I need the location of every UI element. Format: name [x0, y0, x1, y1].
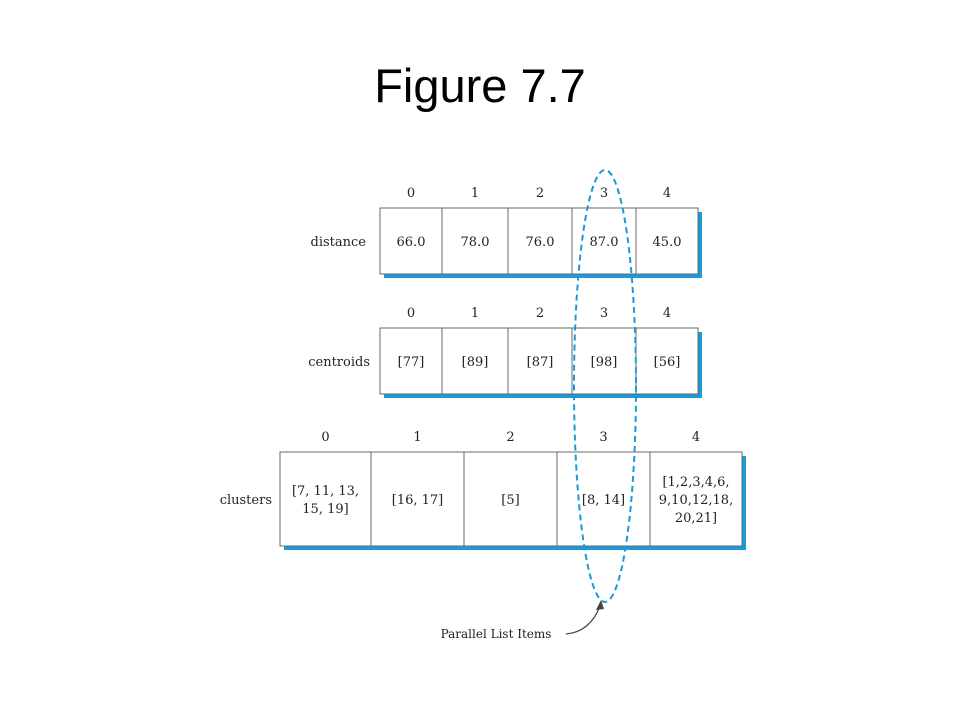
cell-value: 78.0: [461, 235, 490, 250]
cell-value: [5]: [501, 493, 519, 508]
index-label: 3: [599, 430, 607, 445]
highlight-overlay: Parallel List Items: [441, 169, 637, 641]
cell-value: [87]: [527, 355, 554, 370]
array-centroids: centroids 0 1 2 3 4 [77] [89] [87] [98] [56]: [308, 306, 702, 398]
index-label: 4: [663, 306, 671, 321]
cell-value: [7, 11, 13,15, 19]: [292, 484, 359, 517]
array-label: centroids: [308, 355, 370, 370]
array-label: distance: [311, 235, 367, 250]
cell-value: [16, 17]: [392, 493, 444, 508]
index-label: 0: [407, 306, 415, 321]
arrays-layer: distance 0 1 2 3 4 66.0 78.0 76.0 87.0 45.0 centroi…: [220, 186, 746, 550]
index-label: 1: [471, 186, 479, 201]
slide-title: Figure 7.7: [374, 59, 586, 112]
annotation-arrow: [565, 605, 601, 635]
index-label: 1: [471, 306, 479, 321]
array-box: [379, 207, 699, 275]
index-label: 3: [600, 186, 608, 201]
highlight-ellipse: [573, 169, 637, 603]
cell-value: [77]: [398, 355, 425, 370]
annotation-arrowhead: [596, 600, 604, 610]
index-label: 1: [413, 430, 421, 445]
array-clusters: clusters 0 1 2 3 4 [7, 11, 13,15, 19] [16, 17] […: [220, 430, 746, 550]
cell-value: [1,2,3,4,6,9,10,12,18,20,21]: [659, 475, 733, 526]
cell-value: [98]: [591, 355, 618, 370]
annotation: Parallel List Items: [441, 600, 604, 641]
cell-value: [89]: [462, 355, 489, 370]
index-label: 4: [663, 186, 671, 201]
index-label: 4: [692, 430, 700, 445]
index-label: 3: [600, 306, 608, 321]
cell-value: 66.0: [397, 235, 426, 250]
annotation-label: Parallel List Items: [441, 627, 552, 641]
index-label: 2: [506, 430, 514, 445]
array-label: clusters: [220, 493, 272, 508]
array-box: [279, 451, 743, 547]
cell-value: [8, 14]: [582, 493, 625, 508]
index-label: 0: [407, 186, 415, 201]
cell-value: 45.0: [653, 235, 682, 250]
cell-value: [56]: [654, 355, 681, 370]
index-label: 2: [536, 306, 544, 321]
cell-value: 87.0: [590, 235, 619, 250]
cell-value: 76.0: [526, 235, 555, 250]
index-label: 2: [536, 186, 544, 201]
array-distance: distance 0 1 2 3 4 66.0 78.0 76.0 87.0 45.0: [311, 186, 702, 278]
index-label: 0: [321, 430, 329, 445]
array-box: [379, 327, 699, 395]
